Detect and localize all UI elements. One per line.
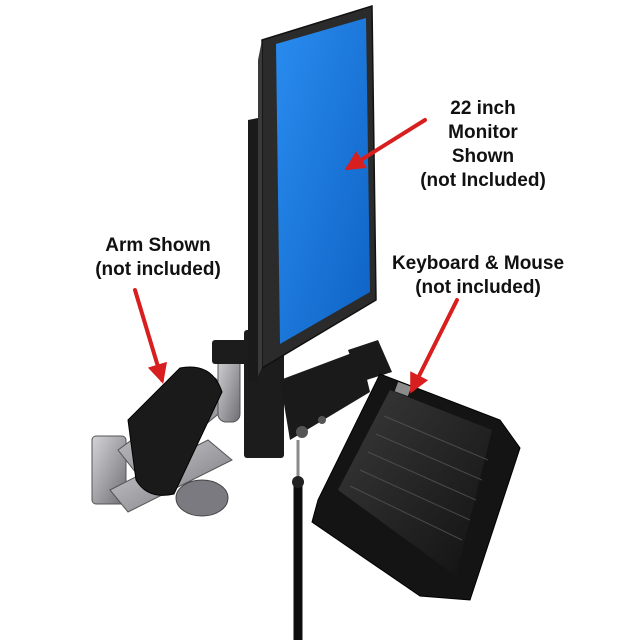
arrow-keyboard (410, 298, 459, 394)
keyboard-tray (311, 340, 521, 601)
keyboard-annotation-line1: Keyboard & Mouse (391, 253, 565, 274)
arm-annotation-line1: Arm Shown (105, 235, 211, 256)
monitor-annotation-line1: 22 inch (450, 98, 516, 119)
keyboard-annotation-line2: (not included) (415, 277, 541, 298)
mouse-icon (394, 381, 412, 397)
annotation-arrows (133, 118, 459, 394)
keyboard-annotation: Keyboard & Mouse (not included) (378, 252, 578, 300)
mounting-arm (91, 351, 241, 517)
monitor-annotation: 22 inch Monitor Shown (not Included) (408, 97, 558, 193)
arrow-arm (133, 288, 167, 384)
monitor-annotation-line2: Monitor (448, 122, 518, 143)
monitor-annotation-line4: (not Included) (420, 170, 546, 191)
hanging-cable (292, 440, 304, 640)
arm-annotation-line2: (not included) (95, 259, 221, 280)
monitor-annotation-line3: Shown (451, 146, 515, 167)
keyboard (338, 390, 492, 576)
monitor-screen (276, 18, 370, 344)
arrow-monitor (344, 118, 427, 171)
monitor (248, 4, 377, 382)
arm-annotation: Arm Shown (not included) (78, 234, 238, 282)
